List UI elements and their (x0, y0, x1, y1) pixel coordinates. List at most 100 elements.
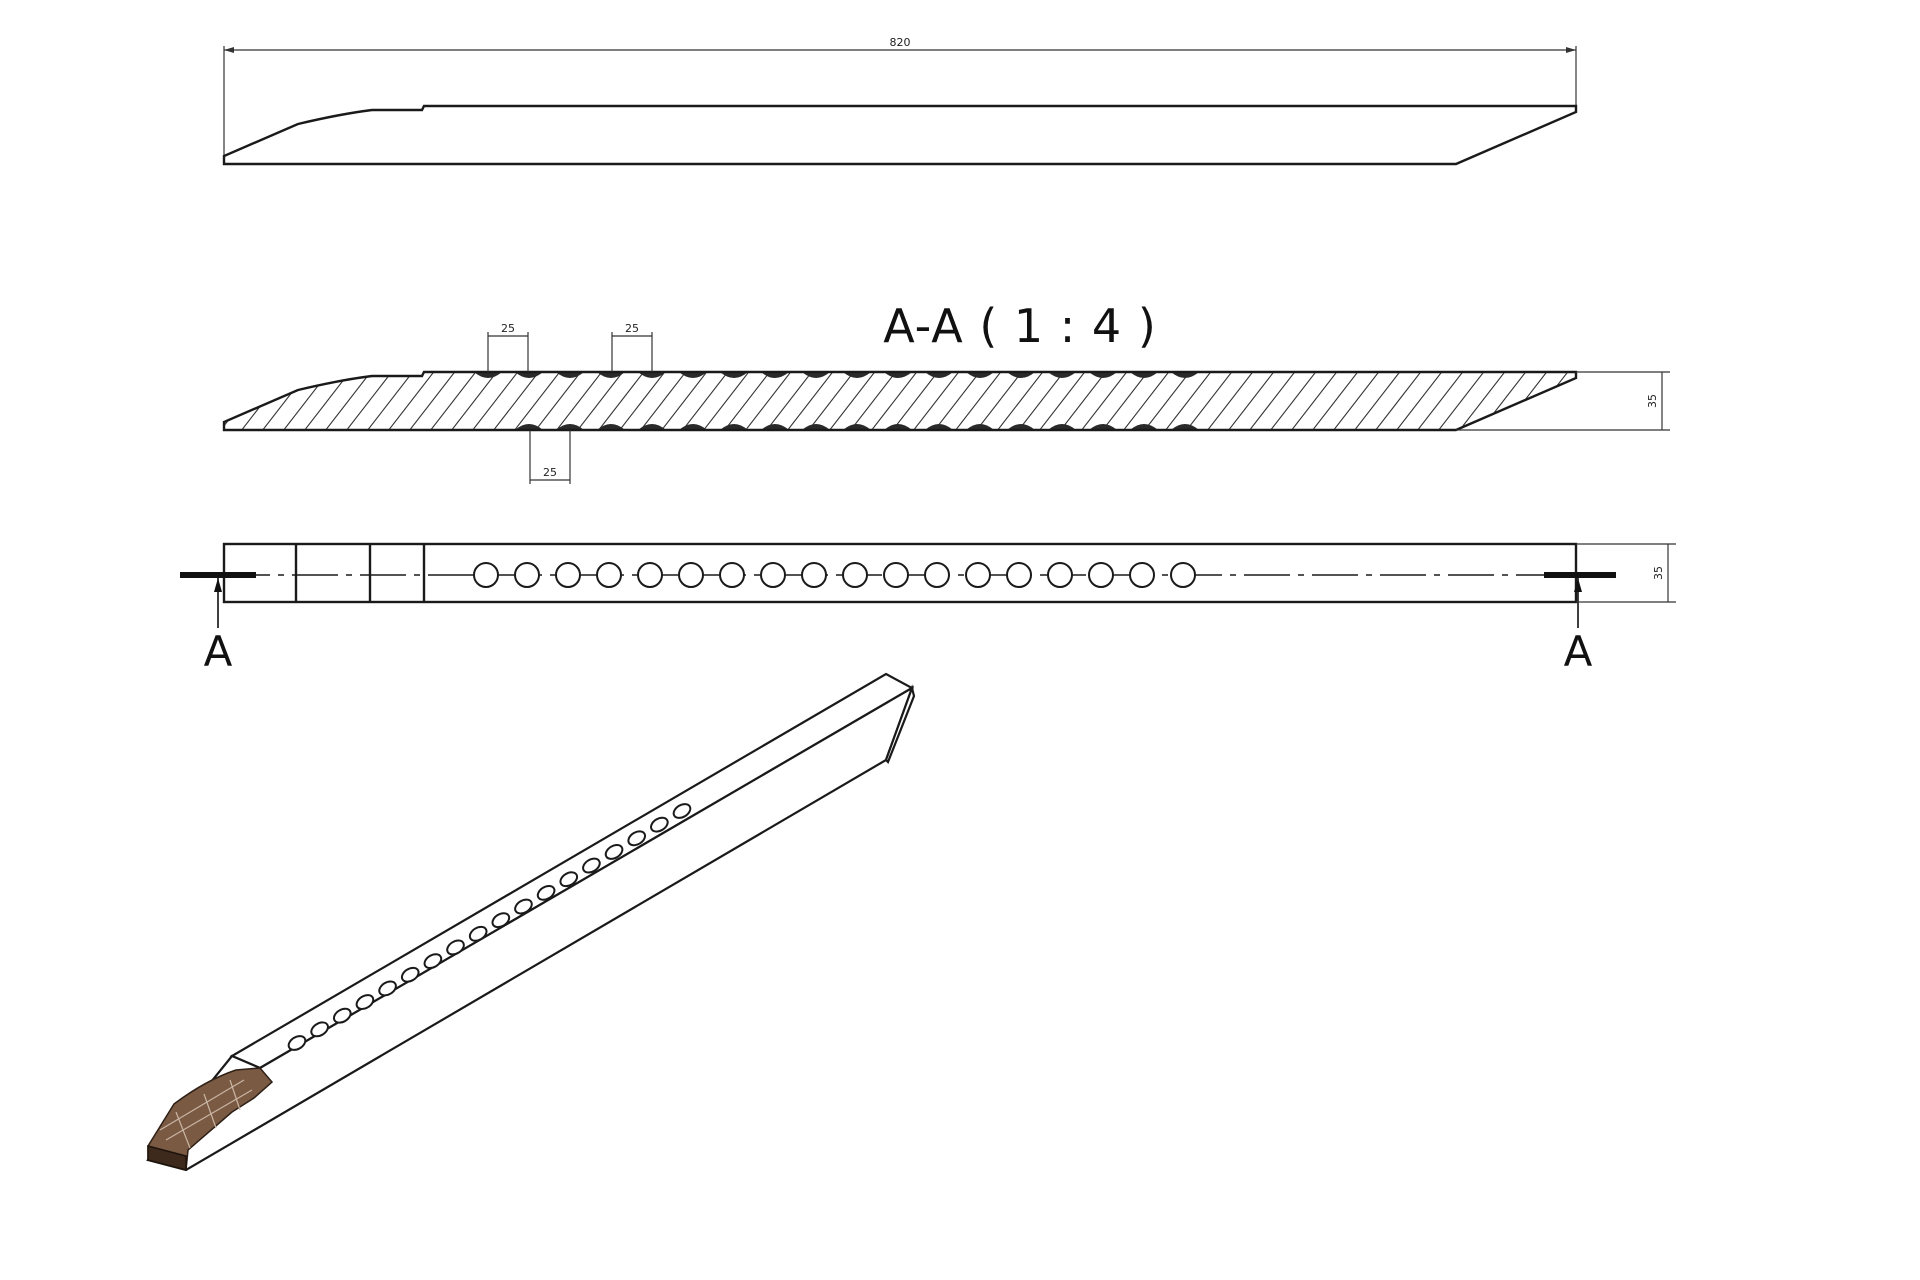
iso-hole (400, 966, 420, 983)
plan-hole (1170, 562, 1196, 588)
iso-tip (884, 684, 916, 764)
hatch-line (1115, 372, 1179, 430)
hatch-line (338, 372, 402, 430)
hatch-line (150, 360, 212, 440)
rib-bottom (1048, 424, 1076, 430)
hatch-line (1262, 372, 1326, 430)
hatch-line (1241, 372, 1305, 430)
pad-texture-3 (175, 1111, 191, 1149)
plan-hole (473, 562, 499, 588)
rib-top (761, 372, 789, 378)
plan-hole (965, 562, 991, 588)
section-title: A-A ( 1 : 4 ) (883, 299, 1157, 353)
iso-hole (378, 980, 397, 997)
plan-hole (678, 562, 704, 588)
ribs-bottom (515, 424, 1199, 430)
pad-texture-2 (165, 1089, 253, 1141)
rib-top (884, 372, 912, 378)
rib-bottom (761, 424, 789, 430)
iso-hole (310, 1021, 329, 1038)
rib-bottom (925, 424, 953, 430)
hatch-line (224, 372, 276, 430)
plan-hole (637, 562, 663, 588)
rib-bottom (1130, 424, 1158, 430)
rib-bottom (1007, 424, 1035, 430)
iso-hole (650, 816, 669, 833)
hatch-line (779, 372, 843, 430)
rib-bottom (638, 424, 666, 430)
rubber-pad-end (147, 1145, 187, 1171)
plan-hole (842, 562, 868, 588)
iso-hole (514, 898, 533, 915)
plan-hole (801, 562, 827, 588)
rib-top (1048, 372, 1076, 378)
isometric-view (146, 672, 916, 1172)
hatch-line (695, 372, 759, 430)
hatch-line (821, 372, 885, 430)
rib-dim-top-left: 25 (501, 322, 515, 335)
rib-dim-bottom: 25 (543, 466, 557, 479)
hatch-line (1367, 372, 1431, 430)
plan-hole (1006, 562, 1032, 588)
iso-top-face (229, 672, 915, 1070)
hatch-line (1346, 372, 1410, 430)
arrow-right (1566, 47, 1576, 53)
rib-bottom (1089, 424, 1117, 430)
rib-top (679, 372, 707, 378)
plan-hole (514, 562, 540, 588)
hatch-line (1073, 372, 1137, 430)
ribs-top (474, 372, 1199, 378)
rubber-pad (147, 1067, 274, 1171)
hatch-line (1283, 372, 1347, 430)
pad-texture-4 (203, 1093, 217, 1129)
iso-side-face (146, 685, 915, 1172)
hatch-line (737, 372, 801, 430)
rib-bottom (843, 424, 871, 430)
rib-bottom (966, 424, 994, 430)
hatch-line (947, 372, 1011, 430)
hatch-line (296, 372, 360, 430)
hatch-line (905, 372, 969, 430)
rib-bottom (556, 424, 584, 430)
elevation-view: 820 (222, 36, 1578, 166)
iso-hole (604, 844, 624, 860)
plan-width-label: 35 (1652, 566, 1665, 580)
plan-holes (473, 562, 1196, 588)
iso-hole (672, 803, 692, 819)
section-view: A-A ( 1 : 4 ) 25 25 25 35 (150, 299, 1670, 484)
rib-top (1171, 372, 1199, 378)
plan-hole (719, 562, 745, 588)
iso-hole (468, 925, 488, 942)
iso-hole (582, 857, 601, 874)
rib-top (1130, 372, 1158, 378)
pad-texture-1 (159, 1079, 245, 1131)
section-height-label: 35 (1646, 394, 1659, 408)
hatch-line (863, 372, 927, 430)
rib-bottom (597, 424, 625, 430)
rib-top (720, 372, 748, 378)
hatch-line (1031, 372, 1095, 430)
plan-hole (1047, 562, 1073, 588)
plan-hole (1088, 562, 1114, 588)
section-marker-left: A (204, 627, 233, 676)
plan-hole (1129, 562, 1155, 588)
rib-top (638, 372, 666, 378)
iso-hole (536, 884, 556, 901)
hatch-line (401, 372, 465, 430)
rib-bottom (515, 424, 543, 430)
rib-top (597, 372, 625, 378)
iso-hole (559, 871, 579, 888)
section-marker-right: A (1564, 627, 1593, 676)
iso-hole (332, 1007, 352, 1024)
hatch-line (254, 372, 318, 430)
rib-top (1007, 372, 1035, 378)
hatch-line (653, 372, 717, 430)
rib-top (1089, 372, 1117, 378)
hatch-line (989, 372, 1053, 430)
iso-hole (287, 1035, 307, 1051)
arrow-left (224, 47, 234, 53)
plan-hole (555, 562, 581, 588)
rib-dim-top-right: 25 (625, 322, 639, 335)
elevation-outline (222, 104, 1578, 166)
